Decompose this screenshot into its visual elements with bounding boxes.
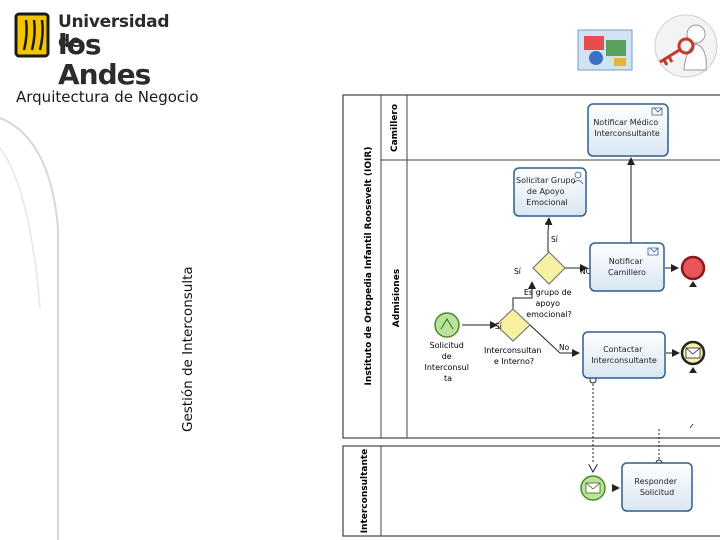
logo-shield-icon — [14, 12, 50, 58]
send-icon — [651, 107, 663, 116]
lane-label-admisiones: Admisiones — [392, 269, 402, 327]
gateway-1-label: Interconsultan e Interno? — [484, 346, 544, 366]
send-icon — [647, 247, 659, 256]
page-title: Arquitectura de Negocio — [16, 88, 199, 106]
task-notificar-camillero — [589, 242, 665, 292]
task-notificar-medico — [587, 103, 669, 157]
logo-line-2: los Andes — [58, 28, 151, 91]
key-figure-icon — [654, 14, 718, 78]
logo-line-1: Universidad de — [58, 12, 170, 52]
task-solicitar-grupo-label: Solicitar Grupo de Apoyo Emocional — [516, 176, 578, 207]
task-responder-label: Responder Solicitud — [634, 477, 679, 497]
task-contactar — [582, 331, 666, 379]
start-event-label: Solicitud de Interconsul ta — [425, 341, 472, 383]
gateway-interconsultante-interno — [495, 308, 531, 342]
flow-label-no-1: No — [559, 343, 570, 352]
gateway-grupo-apoyo — [532, 251, 566, 285]
flow-label-si-3: Sí — [514, 267, 522, 276]
gateway-2-label: Es grupo de apoyo emocional? — [524, 288, 574, 319]
flow-label-si-1: Sí — [495, 322, 503, 331]
lane-label-camillero: Camillero — [390, 104, 400, 152]
user-icon — [574, 171, 582, 179]
left-decor — [0, 117, 59, 540]
pool-label-ioir: Instituto de Ortopedia Infantil Roosevel… — [364, 147, 374, 386]
flow-label-si-2: Sí — [551, 235, 559, 244]
pool-label-interconsultante: Interconsultante — [360, 449, 370, 534]
task-notificar-camillero-label: Notificar Camillero — [608, 257, 646, 277]
collage-image — [577, 29, 633, 71]
start-event — [434, 312, 460, 338]
task-contactar-label: Contactar Interconsultante — [591, 345, 657, 365]
flow-label-no-2: NO — [580, 267, 592, 276]
task-solicitar-grupo — [513, 167, 587, 217]
task-notificar-medico-label: Notificar Médico Interconsultante — [593, 117, 660, 138]
task-responder — [621, 462, 693, 512]
end-event — [680, 255, 706, 281]
university-logo: Universidad de los Andes — [14, 12, 194, 90]
